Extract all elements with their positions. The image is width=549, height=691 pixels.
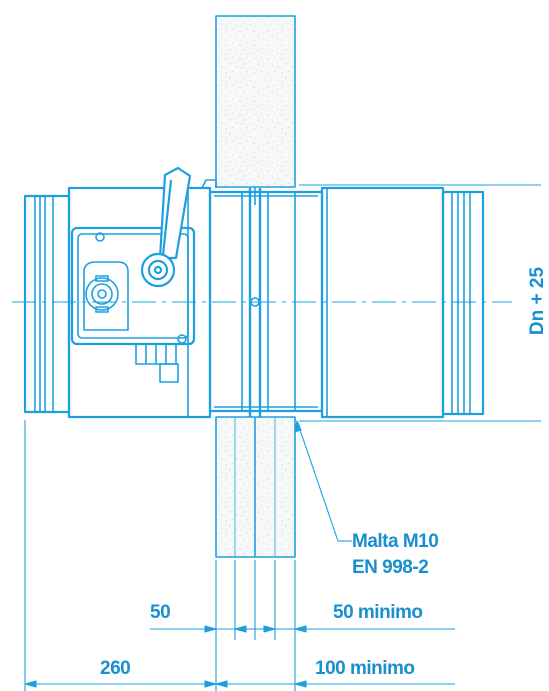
left-body (67, 186, 212, 419)
diameter-extension-lines (299, 184, 541, 422)
upper-dimension-line (150, 625, 455, 633)
wall-casing (208, 190, 324, 413)
dim-wall-label: 50 (150, 602, 171, 623)
lever-handle (140, 166, 192, 288)
mortar-leader (294, 420, 352, 542)
wall-upper (215, 15, 296, 188)
actuator-box (70, 179, 217, 383)
dim-right-min-label: 50 minimo (333, 602, 423, 623)
mortar-label-line2: EN 998-2 (352, 557, 429, 578)
dimension-extension-lines (24, 420, 296, 691)
dim-left-label: 260 (100, 658, 131, 679)
left-spigot (23, 194, 71, 414)
dim-bottom-right-min-label: 100 minimo (315, 658, 415, 679)
wall (215, 15, 296, 558)
diameter-label: Dn + 25 (527, 266, 548, 336)
right-body (320, 186, 445, 419)
mortar-label-line1: Malta M10 (352, 531, 439, 552)
right-spigot (441, 190, 485, 416)
lower-dimension-line (24, 680, 455, 688)
